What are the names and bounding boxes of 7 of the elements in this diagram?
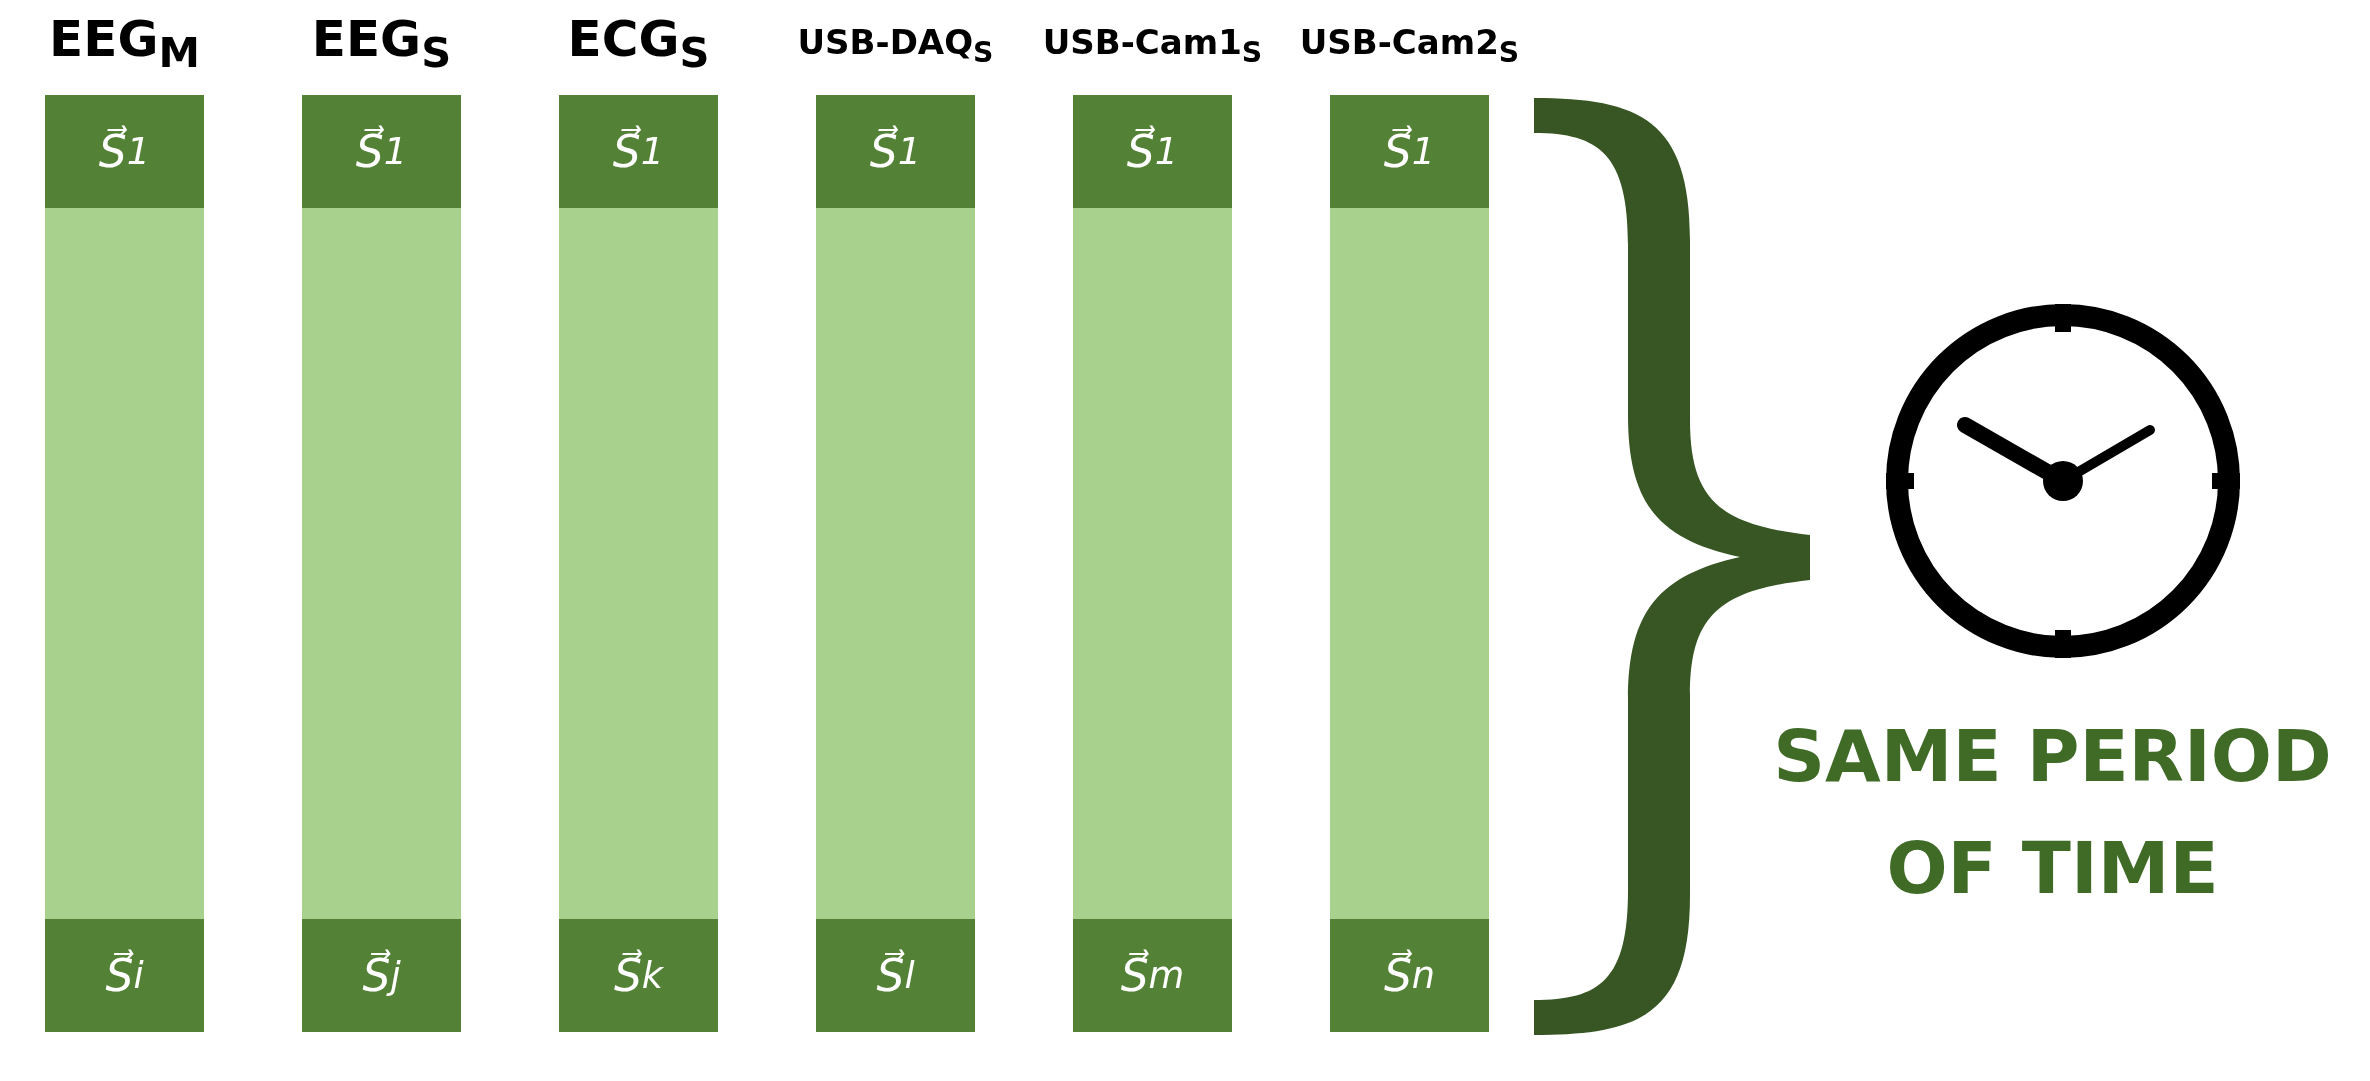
column-heading: USB-Cam1$_{S}$ — [1041, 22, 1264, 69]
caption-text: SAME PERIOD OF TIME — [1772, 713, 2333, 912]
column-heading: ECG$_{S}$ — [566, 10, 711, 77]
column-heading: USB-DAQ$_{S}$ — [796, 22, 995, 69]
column-heading: USB-Cam2$_{S}$ — [1298, 22, 1521, 69]
column-heading: EEG$_{M}$ — [48, 10, 201, 77]
column-heading: EEG$_{S}$ — [310, 10, 453, 77]
